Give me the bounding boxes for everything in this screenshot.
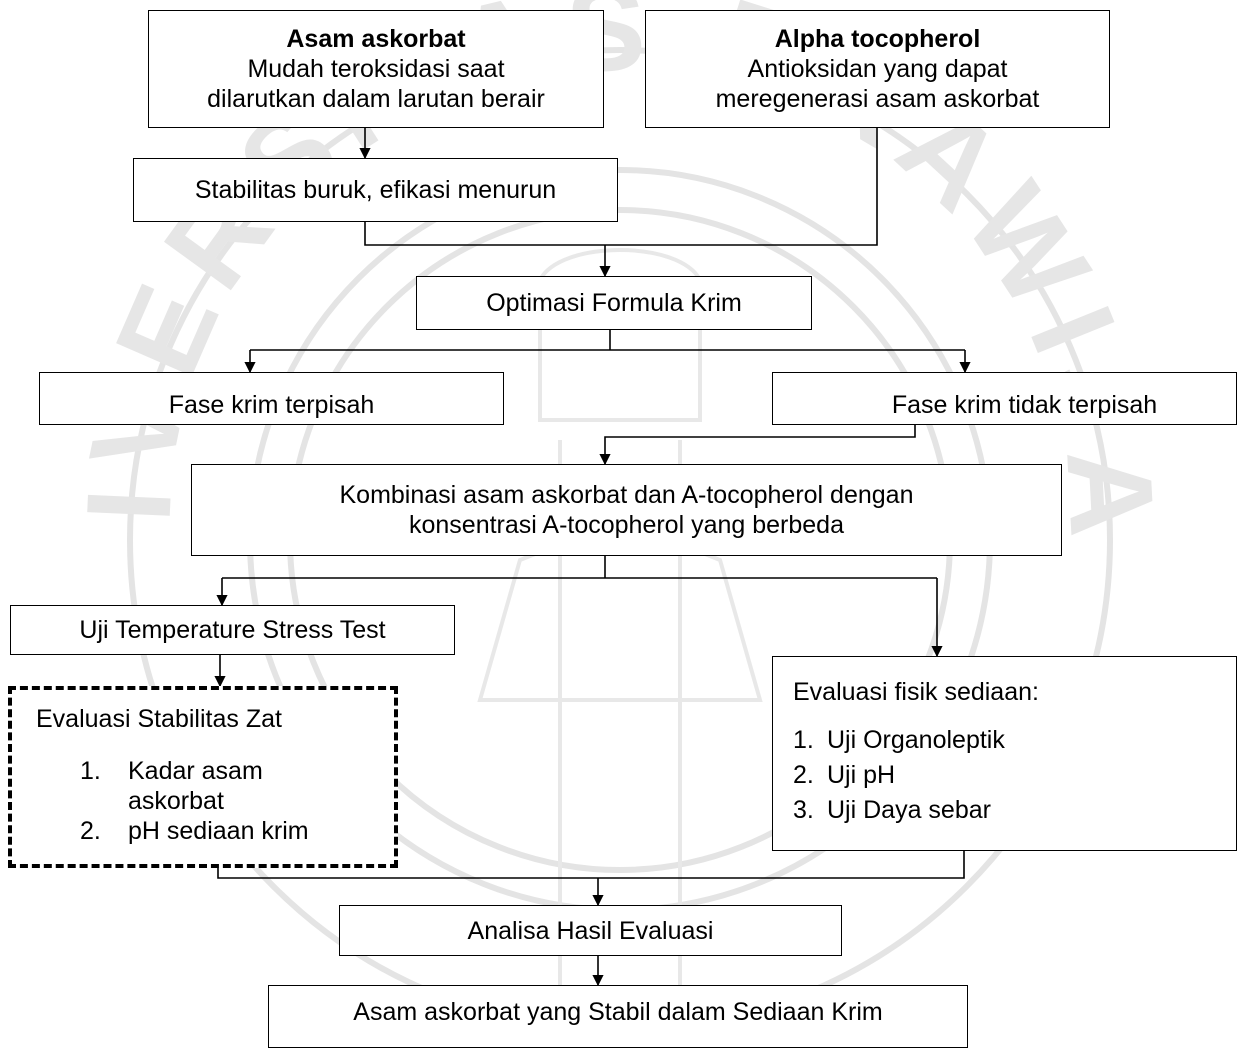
node-uji-tst-text: Uji Temperature Stress Test <box>79 616 386 644</box>
node-analisa-hasil-evaluasi: Analisa Hasil Evaluasi <box>339 905 842 956</box>
evaluasi-fisik-list: 1. Uji Organoleptik 2. Uji pH 3. Uji Day… <box>793 725 1236 825</box>
list-item: 3. Uji Daya sebar <box>793 795 1236 825</box>
connector-stabilitas-merge <box>364 128 878 246</box>
node-kombinasi-line-2: konsentrasi A-tocopherol yang berbeda <box>408 511 844 539</box>
node-evaluasi-zat-title: Evaluasi Stabilitas Zat <box>36 705 282 733</box>
connector-evaluasi-merge <box>217 851 965 879</box>
list-item: 1. Uji Organoleptik <box>793 725 1236 755</box>
list-item: 2. Uji pH <box>793 760 1236 790</box>
node-alpha-tocopherol: Alpha tocopherol Antioksidan yang dapat … <box>645 10 1110 128</box>
list-item-line: Kadar asam <box>128 757 263 785</box>
node-fase-terpisah-text: Fase krim terpisah <box>168 390 375 419</box>
list-item-number: 1. <box>80 757 101 785</box>
node-evaluasi-fisik-sediaan: Evaluasi fisik sediaan: 1. Uji Organolep… <box>772 656 1237 851</box>
node-asam-askorbat: Asam askorbat Mudah teroksidasi saat dil… <box>148 10 604 128</box>
list-item-number: 2. <box>80 817 101 845</box>
node-asam-askorbat-line-2: dilarutkan dalam larutan berair <box>207 85 545 113</box>
list-item: 2. pH sediaan krim <box>80 816 394 846</box>
list-item-line: askorbat <box>128 787 224 815</box>
node-stabilitas-text: Stabilitas buruk, efikasi menurun <box>194 176 557 204</box>
node-asam-askorbat-title: Asam askorbat <box>286 25 466 53</box>
connector-fase-tidak-to-kombinasi <box>599 425 916 466</box>
node-uji-temperature-stress-test: Uji Temperature Stress Test <box>10 605 455 655</box>
list-item-number: 1. <box>793 726 814 754</box>
list-item-text: Uji Organoleptik <box>827 726 1005 754</box>
list-item: 1. Kadar asam askorbat <box>80 756 394 816</box>
node-optimasi: Optimasi Formula Krim <box>416 276 812 330</box>
node-hasil-akhir: Asam askorbat yang Stabil dalam Sediaan … <box>268 985 968 1048</box>
node-fase-tidak-text: Fase krim tidak terpisah <box>891 390 1158 419</box>
list-item-line: pH sediaan krim <box>128 817 309 845</box>
node-hasil-text: Asam askorbat yang Stabil dalam Sediaan … <box>353 997 883 1026</box>
node-kombinasi: Kombinasi asam askorbat dan A-tocopherol… <box>191 464 1062 556</box>
list-item-number: 2. <box>793 761 814 789</box>
node-stabilitas: Stabilitas buruk, efikasi menurun <box>133 158 618 222</box>
list-item-number: 3. <box>793 796 814 824</box>
node-evaluasi-fisik-title: Evaluasi fisik sediaan: <box>793 678 1039 706</box>
node-alpha-tocopherol-line-2: meregenerasi asam askorbat <box>715 85 1040 113</box>
node-fase-tidak-terpisah: Fase krim tidak terpisah <box>772 372 1237 425</box>
list-item-text: Kadar asam askorbat <box>128 756 263 816</box>
node-kombinasi-line-1: Kombinasi asam askorbat dan A-tocopherol… <box>339 481 914 509</box>
node-analisa-text: Analisa Hasil Evaluasi <box>467 916 714 945</box>
node-evaluasi-stabilitas-zat: Evaluasi Stabilitas Zat 1. Kadar asam as… <box>8 686 398 868</box>
list-item-text: Uji Daya sebar <box>827 796 991 824</box>
evaluasi-zat-list: 1. Kadar asam askorbat 2. pH sediaan kri… <box>80 756 394 846</box>
node-asam-askorbat-line-1: Mudah teroksidasi saat <box>247 55 505 83</box>
node-fase-terpisah: Fase krim terpisah <box>39 372 504 425</box>
node-optimasi-text: Optimasi Formula Krim <box>486 289 742 317</box>
list-item-text: Uji pH <box>827 761 896 789</box>
node-alpha-tocopherol-title: Alpha tocopherol <box>774 25 981 53</box>
node-alpha-tocopherol-line-1: Antioksidan yang dapat <box>747 55 1008 83</box>
